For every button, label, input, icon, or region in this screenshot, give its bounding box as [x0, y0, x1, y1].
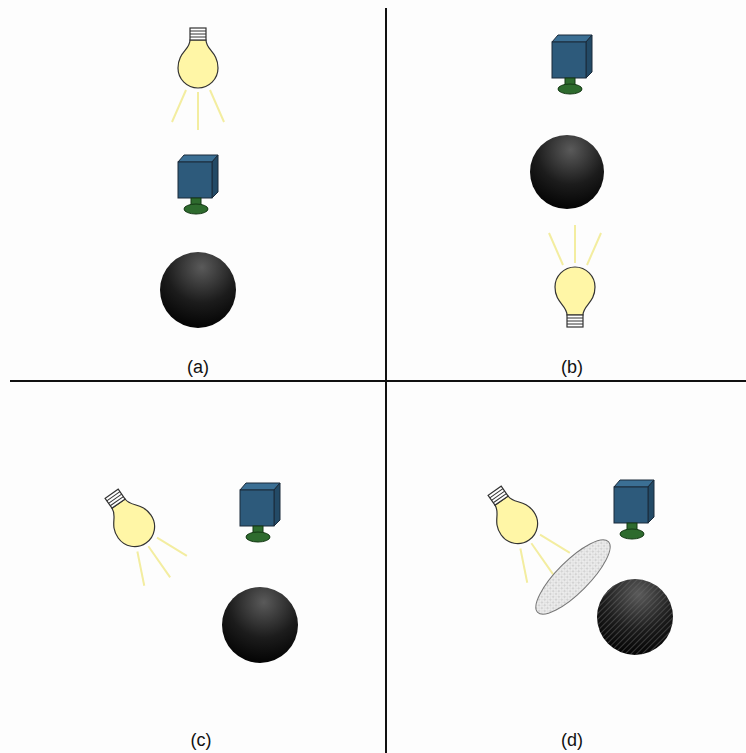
panel-label: (c): [191, 730, 212, 751]
sphere: [597, 579, 673, 655]
camera: [240, 483, 280, 542]
light-bulb: [172, 28, 224, 130]
camera: [614, 480, 654, 539]
sphere: [222, 587, 298, 663]
panel-label: (d): [561, 730, 583, 751]
sphere: [160, 252, 236, 328]
sphere: [530, 135, 604, 209]
light-bulb: [549, 225, 601, 327]
camera: [178, 155, 218, 214]
panel-divider: [10, 380, 746, 382]
camera: [552, 35, 592, 94]
panel-label: (a): [187, 357, 209, 378]
sphere-texture: [597, 579, 673, 655]
light-bulb: [90, 479, 191, 592]
panel-label: (b): [561, 357, 583, 378]
